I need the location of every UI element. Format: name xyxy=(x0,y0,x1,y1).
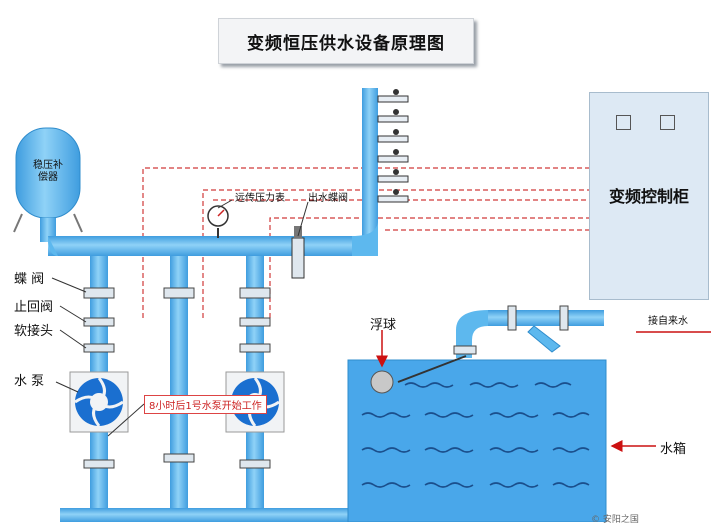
stabilizer-tank-label: 稳压补 偿器 xyxy=(33,160,63,183)
control-cabinet: 变频控制柜 xyxy=(589,92,709,300)
stabilizer-tank xyxy=(13,127,83,242)
leader-lines xyxy=(51,199,309,437)
cabinet-window-right xyxy=(660,115,675,130)
outlet-branches xyxy=(377,89,409,203)
water-waves xyxy=(361,382,590,488)
water-tank-label: 水箱 xyxy=(660,442,687,457)
pointer-arrows xyxy=(376,330,711,452)
remote-gauge-label: 远传压力表 xyxy=(235,193,285,204)
check-valve-label: 止回阀 xyxy=(14,300,54,315)
water-pump-label: 水 泵 xyxy=(14,374,45,389)
butterfly-valve-label: 蝶 阀 xyxy=(14,272,45,287)
flexible-joint-label: 软接头 xyxy=(14,324,54,339)
gauge-icon xyxy=(207,205,229,238)
column-flanges xyxy=(83,287,271,469)
suction-pipe xyxy=(60,508,360,522)
main-header-pipe xyxy=(48,236,368,256)
riser-pipe xyxy=(362,88,378,256)
cabinet-window-left xyxy=(616,115,631,130)
watermark: © 安阳之国 xyxy=(591,515,639,525)
diagram-title: 变频恒压供水设备原理图 xyxy=(218,18,474,64)
inlet-pipe xyxy=(397,305,604,383)
float-ball-icon xyxy=(370,370,394,394)
outlet-valve-label: 出水蝶阀 xyxy=(308,193,348,204)
pump-callout: 8小时后1号水泵开始工作 xyxy=(144,395,267,414)
float-ball-label: 浮球 xyxy=(370,318,397,333)
city-water-inlet-label: 接自来水 xyxy=(648,316,688,327)
pump-1 xyxy=(69,371,129,433)
valve-icon xyxy=(291,226,305,279)
control-cabinet-label: 变频控制柜 xyxy=(608,187,689,206)
signal-lines xyxy=(142,167,589,318)
